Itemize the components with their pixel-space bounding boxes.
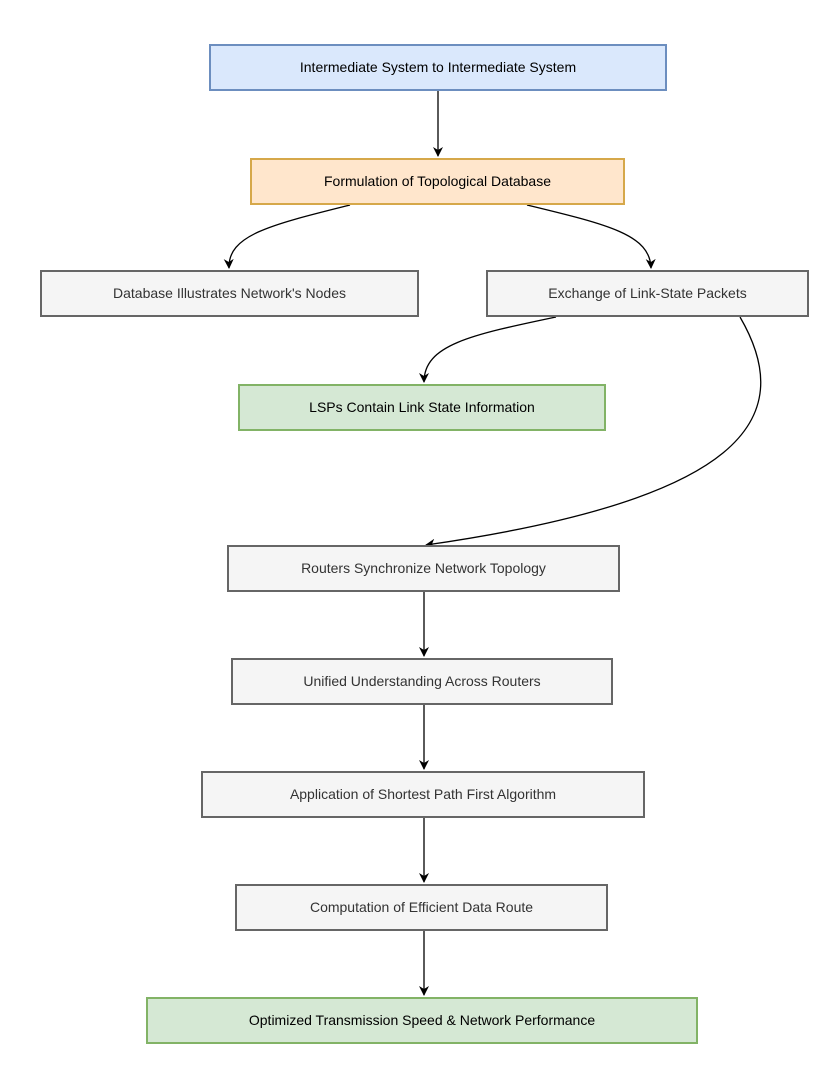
node-label: Intermediate System to Intermediate Syst… — [299, 59, 577, 76]
arrow-formulation-to-database-nodes — [223, 204, 351, 269]
node-spf-algorithm: Application of Shortest Path First Algor… — [201, 771, 645, 818]
node-label: Unified Understanding Across Routers — [303, 673, 541, 690]
arrow-formulation-to-exchange — [526, 204, 656, 269]
node-routers-synchronize: Routers Synchronize Network Topology — [227, 545, 620, 592]
arrow-exchange-to-routers-sync — [425, 316, 762, 549]
node-unified-understanding: Unified Understanding Across Routers — [231, 658, 613, 705]
node-lsps-contain-info: LSPs Contain Link State Information — [238, 384, 606, 431]
node-label: Exchange of Link-State Packets — [548, 285, 747, 302]
node-topological-database: Formulation of Topological Database — [250, 158, 625, 205]
node-label: LSPs Contain Link State Information — [309, 399, 535, 416]
node-label: Routers Synchronize Network Topology — [301, 560, 546, 577]
node-label: Formulation of Topological Database — [324, 173, 551, 190]
node-exchange-link-state-packets: Exchange of Link-State Packets — [486, 270, 809, 317]
node-label: Computation of Efficient Data Route — [309, 899, 534, 916]
node-label: Application of Shortest Path First Algor… — [289, 786, 557, 803]
arrow-exchange-to-lsps — [419, 316, 557, 383]
node-label: Optimized Transmission Speed & Network P… — [248, 1012, 596, 1029]
node-optimized-performance: Optimized Transmission Speed & Network P… — [146, 997, 698, 1044]
node-intermediate-system: Intermediate System to Intermediate Syst… — [209, 44, 667, 91]
node-database-illustrates-nodes: Database Illustrates Network's Nodes — [40, 270, 419, 317]
node-efficient-route: Computation of Efficient Data Route — [235, 884, 608, 931]
node-label: Database Illustrates Network's Nodes — [113, 285, 346, 302]
